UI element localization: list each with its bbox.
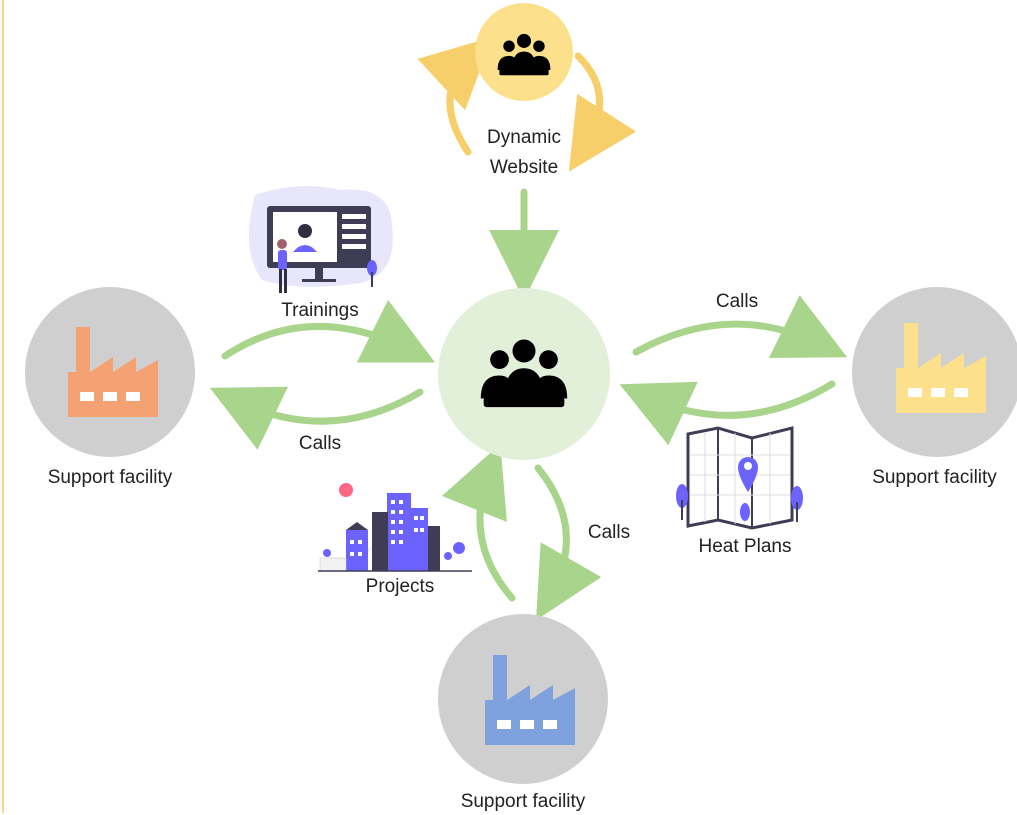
bottom-facility-to-hub-arrow	[441, 443, 516, 602]
left-border-line	[2, 0, 4, 813]
website-node	[475, 3, 573, 101]
website-loop-arrow-right	[568, 52, 637, 172]
left-facility-to-hub-arrow	[221, 299, 436, 363]
calls-label-bottom: Calls	[587, 522, 631, 543]
projects-label: Projects	[365, 576, 435, 597]
hub-to-right-facility-arrow	[632, 295, 848, 359]
website-label-line2: Website	[489, 157, 559, 178]
right-facility-to-hub-arrow	[619, 380, 836, 446]
right-facility-node	[852, 287, 1017, 457]
bottom-facility-label: Support facility	[460, 791, 586, 812]
trainings-label: Trainings	[281, 300, 359, 321]
city-buildings-illustration	[318, 483, 472, 572]
hub-to-left-facility-arrow	[209, 386, 424, 450]
heat-plans-label: Heat Plans	[698, 536, 792, 557]
online-training-illustration	[248, 186, 393, 293]
website-loop-arrow-left	[417, 36, 493, 156]
calls-label-left: Calls	[298, 433, 342, 454]
left-facility-node	[25, 287, 195, 457]
hub-node	[438, 288, 610, 460]
calls-label-right: Calls	[715, 291, 759, 312]
map-with-pin-illustration	[676, 426, 803, 530]
hub-to-bottom-facility-arrow	[534, 464, 602, 621]
right-facility-label: Support facility	[872, 467, 997, 488]
bottom-facility-node	[438, 614, 608, 784]
website-label-line1: Dynamic	[487, 127, 561, 148]
left-facility-label: Support facility	[47, 467, 173, 488]
